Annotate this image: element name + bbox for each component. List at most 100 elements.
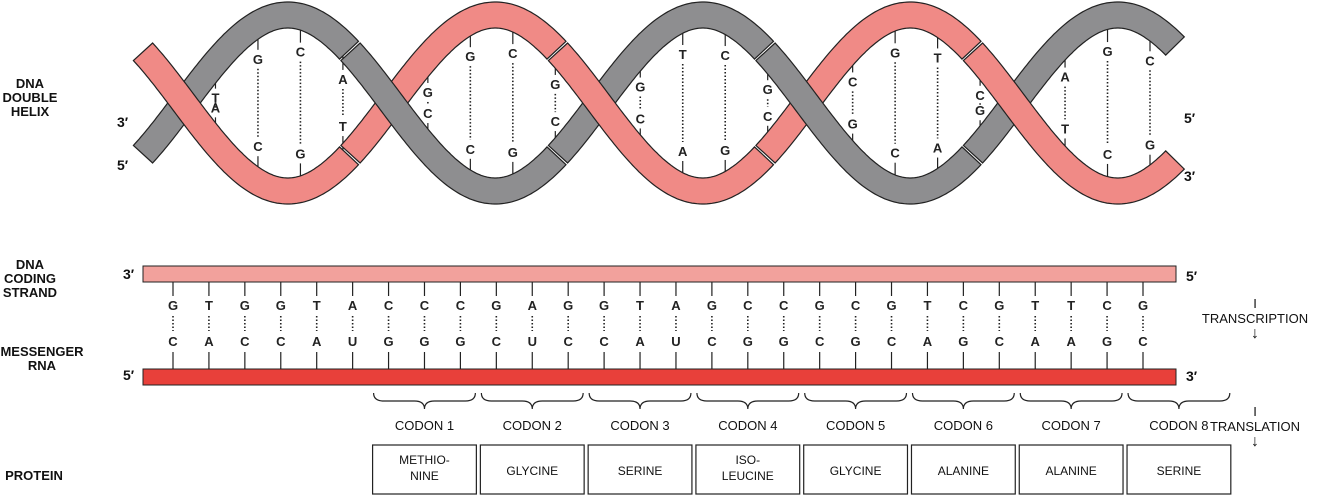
codon-label: CODON 1	[395, 418, 454, 433]
dna-base: G	[240, 298, 250, 313]
helix-base: G	[890, 45, 900, 60]
rna-base: A	[923, 334, 933, 349]
rna-base: G	[743, 334, 753, 349]
helix-base: C	[423, 106, 433, 121]
dna-base: T	[1031, 298, 1039, 313]
dna-base: G	[599, 298, 609, 313]
helix-base: C	[975, 88, 985, 103]
helix-base: A	[338, 72, 348, 87]
helix-base: C	[890, 146, 900, 161]
dna-base: G	[994, 298, 1004, 313]
dna-base: G	[168, 298, 178, 313]
helix-base: C	[721, 48, 731, 63]
rna-base: C	[240, 334, 250, 349]
dna-base: C	[743, 298, 753, 313]
rna-base: C	[492, 334, 502, 349]
helix-base: A	[211, 100, 221, 115]
dna-base: G	[815, 298, 825, 313]
dna-base: C	[1102, 298, 1112, 313]
rna-base: U	[671, 334, 680, 349]
amino-acid-label: LEUCINE	[722, 469, 774, 483]
dna-base: A	[528, 298, 538, 313]
dna-base: C	[420, 298, 430, 313]
rna-base: G	[419, 334, 429, 349]
helix-base: G	[508, 145, 518, 160]
rna-base: A	[204, 334, 214, 349]
dna-base: T	[205, 298, 213, 313]
rna-base: U	[348, 334, 357, 349]
dna-base: G	[491, 298, 501, 313]
dna-base: C	[456, 298, 466, 313]
dna-coding-strand	[143, 266, 1176, 282]
codon-label: CODON 5	[826, 418, 885, 433]
rna-base: U	[528, 334, 537, 349]
helix-base: C	[508, 46, 518, 61]
amino-acid-label: SERINE	[618, 464, 663, 478]
codon-label: CODON 7	[1042, 418, 1101, 433]
amino-acid-label: METHIO-	[399, 453, 450, 467]
rna-base: A	[1031, 334, 1041, 349]
helix-base: C	[636, 111, 646, 126]
helix-base: G	[975, 103, 985, 118]
helix-base: G	[1102, 44, 1112, 59]
helix-base: G	[848, 117, 858, 132]
dna-base: A	[671, 298, 681, 313]
rna-base: C	[563, 334, 573, 349]
helix-base: A	[678, 144, 688, 159]
rna-base: A	[635, 334, 645, 349]
dna-base: G	[1138, 298, 1148, 313]
codon-bracket	[912, 393, 1014, 409]
codon-bracket	[374, 393, 476, 409]
codon-bracket	[1128, 393, 1230, 409]
rna-base: C	[707, 334, 717, 349]
helix-base: C	[763, 109, 773, 124]
helix-base: G	[763, 82, 773, 97]
amino-acid-label: ISO-	[735, 453, 760, 467]
rna-base: C	[815, 334, 825, 349]
codon-bracket	[481, 393, 583, 409]
rna-base: C	[599, 334, 609, 349]
helix-base: G	[253, 52, 263, 67]
helix-base: G	[423, 85, 433, 100]
rna-base: G	[455, 334, 465, 349]
amino-acid-label: ALANINE	[938, 464, 989, 478]
dna-base: A	[348, 298, 358, 313]
dna-base: C	[851, 298, 861, 313]
double-helix: TAGCCGATGCGCCGGCGCTACGGCCGGCTACGATGCCG	[133, 2, 1184, 204]
messenger-rna-strand	[143, 369, 1176, 385]
dna-base: C	[779, 298, 789, 313]
helix-base: G	[1145, 138, 1155, 153]
helix-base: G	[550, 77, 560, 92]
dna-base: T	[923, 298, 931, 313]
helix-base: C	[551, 114, 561, 129]
helix-base: C	[1103, 147, 1113, 162]
codon-label: CODON 8	[1149, 418, 1208, 433]
helix-base: A	[933, 141, 943, 156]
helix-base: T	[1061, 121, 1069, 136]
dna-base: C	[384, 298, 394, 313]
dna-base: T	[636, 298, 644, 313]
codon-label: CODON 3	[610, 418, 669, 433]
codon-bracket	[1020, 393, 1122, 409]
amino-acid-label: NINE	[410, 469, 439, 483]
rna-base: C	[276, 334, 286, 349]
dna-base: G	[707, 298, 717, 313]
codon-bracket	[589, 393, 691, 409]
dna-base: G	[276, 298, 286, 313]
dna-base: T	[1067, 298, 1075, 313]
protein-chain: METHIO- NINE GLYCINE SERINE ISO- LEUCINE GLYCI…	[373, 445, 1231, 494]
amino-acid-label: GLYCINE	[506, 464, 558, 478]
rna-base: G	[958, 334, 968, 349]
helix-base: G	[635, 80, 645, 95]
rna-base: G	[779, 334, 789, 349]
amino-acid-label: SERINE	[1157, 464, 1202, 478]
helix-base: C	[253, 139, 263, 154]
helix-base: C	[848, 74, 858, 89]
helix-base: A	[1060, 70, 1070, 85]
dna-base: C	[959, 298, 969, 313]
amino-acid-label: GLYCINE	[830, 464, 882, 478]
codon-label: CODON 2	[503, 418, 562, 433]
codon-bracket	[697, 393, 799, 409]
helix-base: C	[296, 45, 306, 60]
